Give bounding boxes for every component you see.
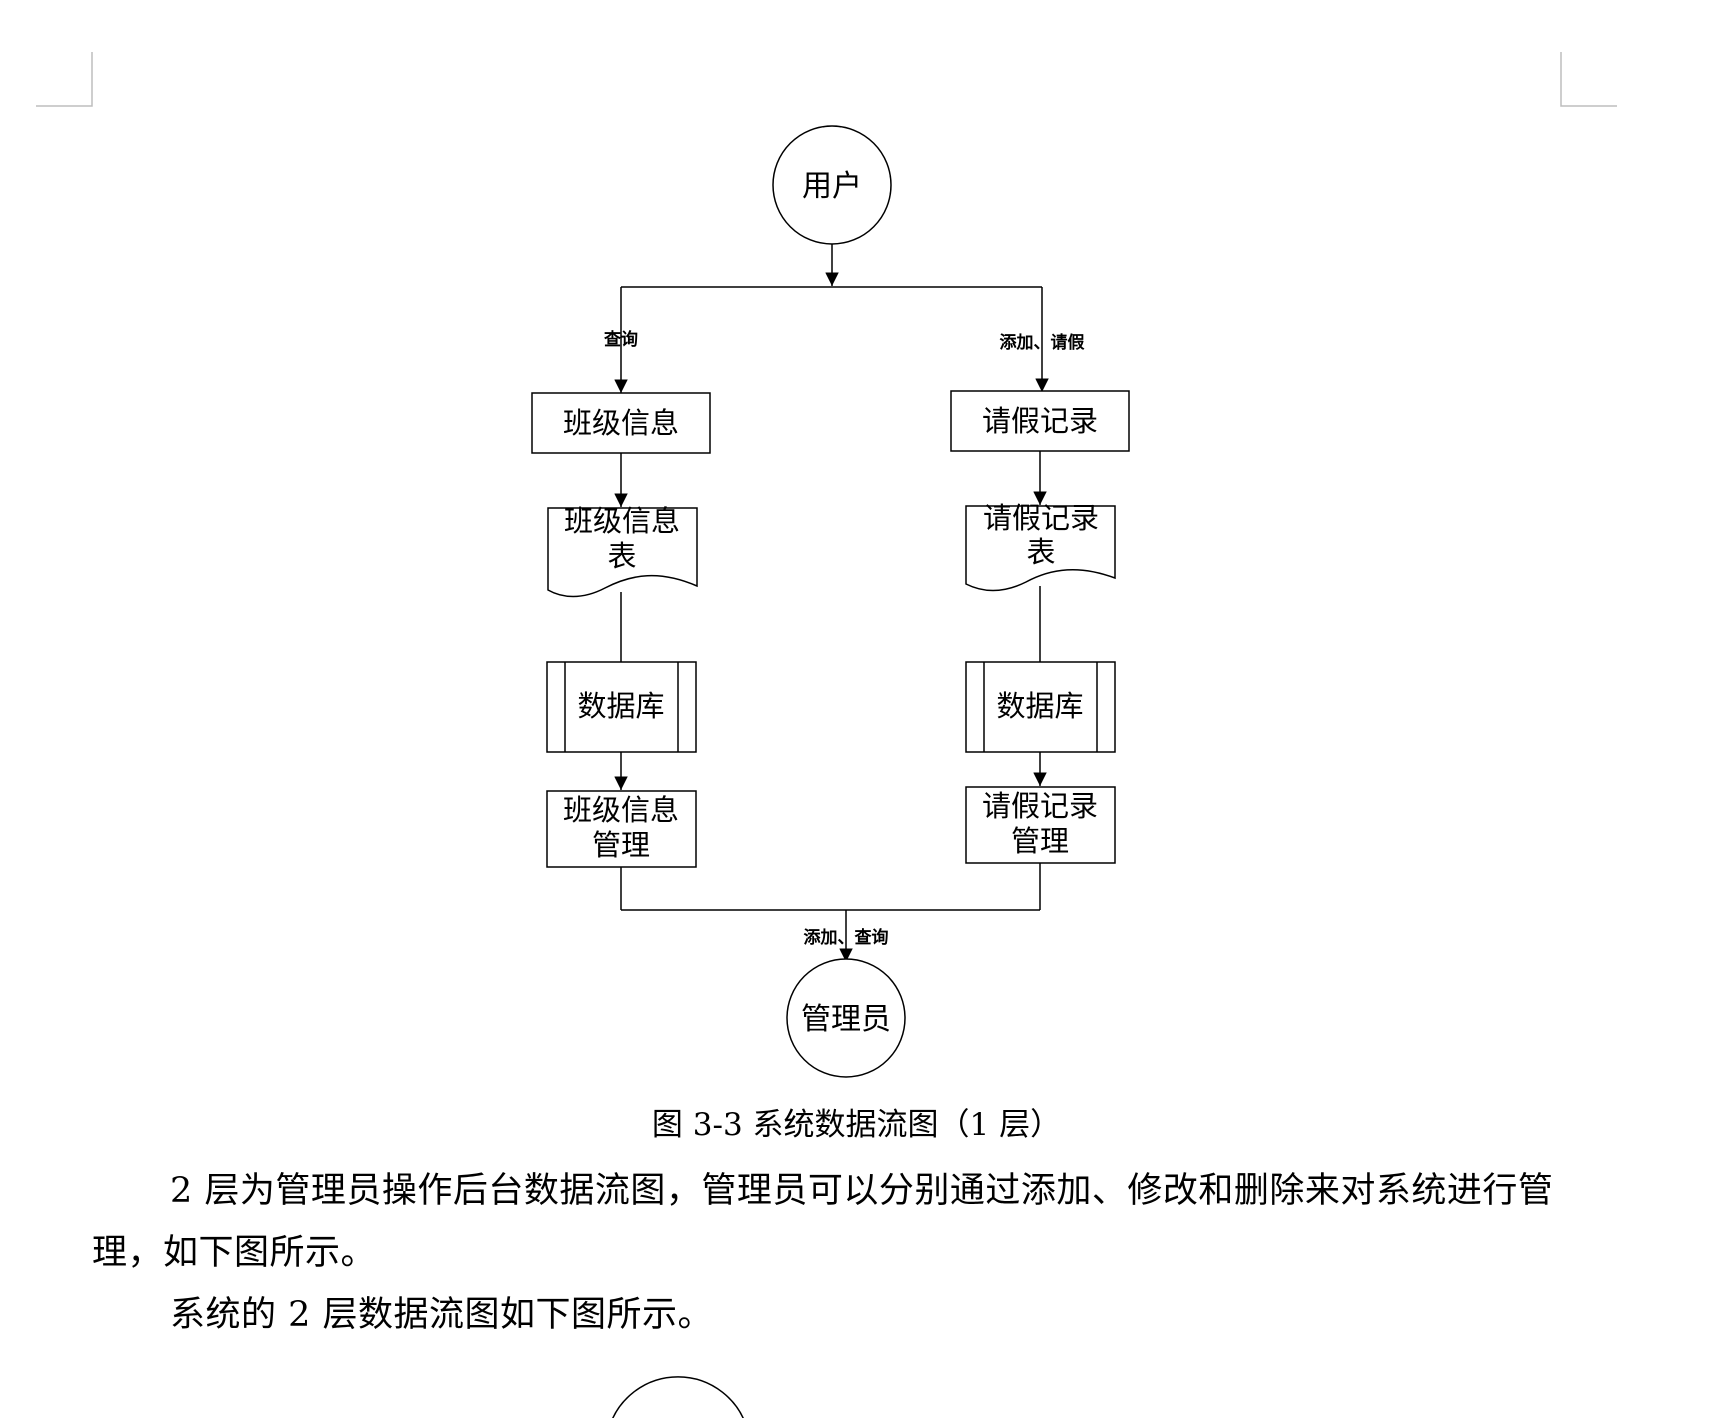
svg-text:数据库: 数据库 bbox=[996, 689, 1083, 723]
leave-record-manage-process: 请假记录 管理 bbox=[965, 786, 1116, 864]
bottom-connectors bbox=[620, 863, 1041, 962]
class-info-table-document: 班级信息 表 bbox=[547, 504, 698, 598]
svg-text:管理员: 管理员 bbox=[801, 1002, 891, 1037]
svg-text:班级信息: 班级信息 bbox=[563, 793, 679, 827]
margin-marks bbox=[36, 52, 1617, 107]
svg-text:表: 表 bbox=[607, 539, 636, 573]
database-left: 数据库 bbox=[546, 661, 697, 753]
user-entity: 用户 bbox=[772, 125, 892, 245]
edge-label-add-leave: 添加、请假 bbox=[1000, 332, 1085, 353]
paragraph-1: 2 层为管理员操作后台数据流图，管理员可以分别通过添加、修改和删除来对系统进行管… bbox=[92, 1171, 1554, 1273]
edge-label-query: 查询 bbox=[603, 329, 638, 350]
leave-record-process: 请假记录 bbox=[950, 390, 1130, 452]
svg-text:请假记录: 请假记录 bbox=[982, 789, 1098, 823]
class-info-process: 班级信息 bbox=[531, 392, 711, 454]
next-diagram-partial-circle bbox=[612, 1376, 744, 1418]
svg-text:班级信息: 班级信息 bbox=[564, 504, 680, 538]
svg-text:管理: 管理 bbox=[592, 828, 650, 862]
database-right: 数据库 bbox=[965, 661, 1116, 753]
top-connectors bbox=[614, 244, 1049, 393]
edge-label-add-query: 添加、查询 bbox=[804, 927, 889, 948]
svg-text:请假记录: 请假记录 bbox=[982, 404, 1098, 438]
leave-record-table-document: 请假记录 表 bbox=[965, 501, 1116, 592]
figure-caption: 图 3-3 系统数据流图（1 层） bbox=[651, 1107, 1062, 1143]
svg-text:用户: 用户 bbox=[802, 169, 862, 204]
svg-text:请假记录: 请假记录 bbox=[983, 501, 1099, 535]
svg-text:数据库: 数据库 bbox=[577, 689, 664, 723]
class-info-manage-process: 班级信息 管理 bbox=[546, 790, 697, 868]
svg-text:管理: 管理 bbox=[1011, 824, 1069, 858]
svg-text:班级信息: 班级信息 bbox=[563, 406, 679, 440]
svg-text:表: 表 bbox=[1026, 535, 1055, 569]
admin-entity: 管理员 bbox=[786, 958, 906, 1078]
paragraph-2: 系统的 2 层数据流图如下图所示。 bbox=[170, 1295, 714, 1335]
